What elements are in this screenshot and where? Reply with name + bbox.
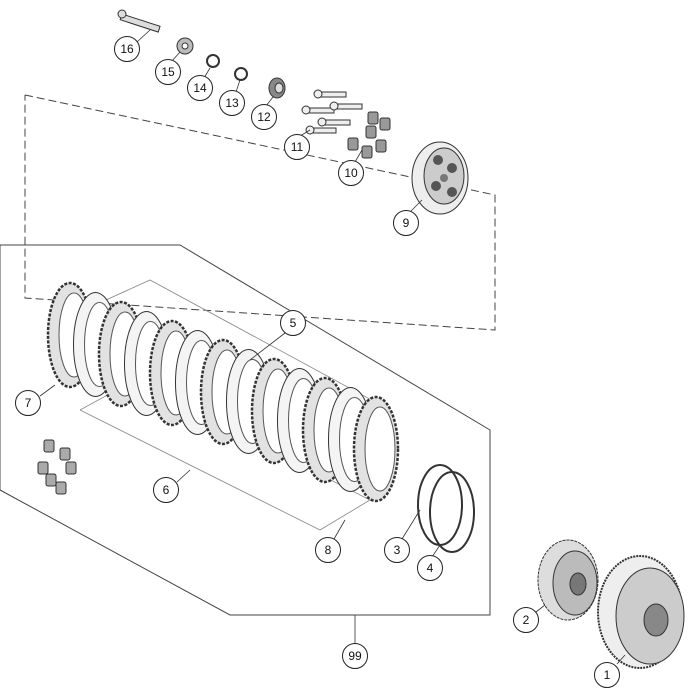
pressure-plate-9 bbox=[411, 141, 469, 215]
callout-12[interactable]: 12 bbox=[251, 104, 277, 130]
callout-2[interactable]: 2 bbox=[513, 607, 539, 633]
loose-springs bbox=[37, 439, 77, 495]
clutch-plates bbox=[46, 281, 400, 503]
springs-10 bbox=[347, 111, 391, 159]
callout-8[interactable]: 8 bbox=[315, 537, 341, 563]
outer-basket-1 bbox=[597, 555, 685, 669]
callout-3[interactable]: 3 bbox=[384, 537, 410, 563]
callout-4[interactable]: 4 bbox=[417, 555, 443, 581]
callout-11[interactable]: 11 bbox=[284, 134, 310, 160]
callout-15[interactable]: 15 bbox=[155, 59, 181, 85]
callout-9[interactable]: 9 bbox=[393, 210, 419, 236]
callout-14[interactable]: 14 bbox=[187, 75, 213, 101]
bolt-16 bbox=[117, 9, 161, 33]
washer-13 bbox=[234, 67, 248, 81]
dashed-assembly-outline bbox=[24, 94, 496, 331]
callout-7[interactable]: 7 bbox=[15, 390, 41, 416]
inner-hub-2 bbox=[537, 539, 599, 621]
plate-bore bbox=[364, 406, 396, 492]
callout-16[interactable]: 16 bbox=[114, 36, 140, 62]
callout-13[interactable]: 13 bbox=[219, 90, 245, 116]
kit-outline bbox=[0, 244, 491, 616]
bolts-11 bbox=[301, 89, 363, 135]
leader-lines bbox=[39, 29, 626, 665]
callout-10[interactable]: 10 bbox=[338, 160, 364, 186]
ring-4 bbox=[429, 471, 475, 553]
callout-5[interactable]: 5 bbox=[280, 310, 306, 336]
washer-14 bbox=[206, 54, 220, 68]
callout-99[interactable]: 99 bbox=[342, 643, 368, 669]
callout-6[interactable]: 6 bbox=[153, 477, 179, 503]
callout-1[interactable]: 1 bbox=[594, 662, 620, 688]
